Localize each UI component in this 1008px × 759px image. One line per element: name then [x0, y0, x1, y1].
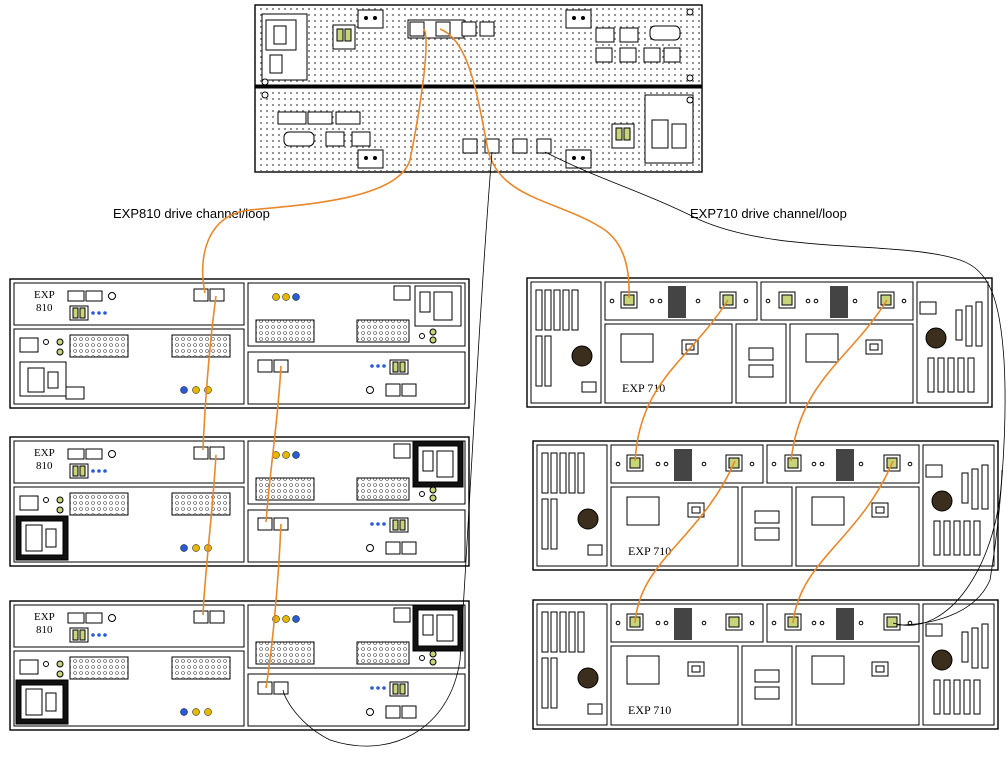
controller-b — [261, 91, 694, 169]
enclosure-model-line1: EXP — [34, 447, 55, 459]
fibre-cable-exp710-1-2a — [634, 299, 729, 462]
exp710-enclosure-1: EXP 710 — [526, 277, 993, 408]
fibre-cable-exp710-in — [439, 28, 630, 299]
exp710-loop-label: EXP710 drive channel/loop — [690, 206, 847, 221]
copper-cable-exp810-return — [282, 151, 493, 747]
enclosure-model-line1: EXP — [34, 611, 55, 623]
exp810-enclosure-1: EXP 810 — [9, 278, 470, 409]
fibre-cable-exp810-b-1-2 — [265, 365, 282, 523]
exp810-enclosure-3: EXP 810 — [9, 600, 470, 731]
fibre-cable-exp810-b-2-3 — [265, 523, 282, 689]
fibre-cable-exp710-1-2b — [790, 299, 888, 462]
cables — [201, 28, 1006, 747]
enclosure-model-line2: 810 — [36, 302, 53, 314]
fibre-cable-exp710-2-3b — [792, 460, 894, 624]
exp810-loop-label: EXP810 drive channel/loop — [113, 206, 270, 221]
enclosure-model-line1: EXP — [34, 289, 55, 301]
fibre-cable-exp810-in — [201, 28, 427, 294]
exp710-enclosure-2: EXP 710 — [532, 440, 999, 571]
fibre-cable-exp810-a-2-3 — [202, 454, 217, 616]
drive-port-group-bottom — [462, 138, 552, 154]
controller-a — [261, 8, 694, 86]
enclosure-model-line2: 810 — [36, 624, 53, 636]
exp710-enclosure-3: EXP 710 — [532, 599, 999, 730]
fibre-cable-exp810-a-1-2 — [202, 295, 217, 451]
copper-cable-exp710-bottom — [892, 469, 1003, 626]
copper-cable-exp710-return — [544, 151, 1006, 626]
exp810-enclosure-2: EXP 810 — [9, 436, 470, 567]
enclosure-model: EXP 710 — [628, 544, 671, 558]
enclosure-model: EXP 710 — [628, 703, 671, 717]
enclosure-model-line2: 810 — [36, 460, 53, 472]
enclosure-model: EXP 710 — [622, 381, 665, 395]
storage-controller — [254, 4, 703, 173]
fibre-cable-exp710-2-3a — [634, 460, 736, 624]
